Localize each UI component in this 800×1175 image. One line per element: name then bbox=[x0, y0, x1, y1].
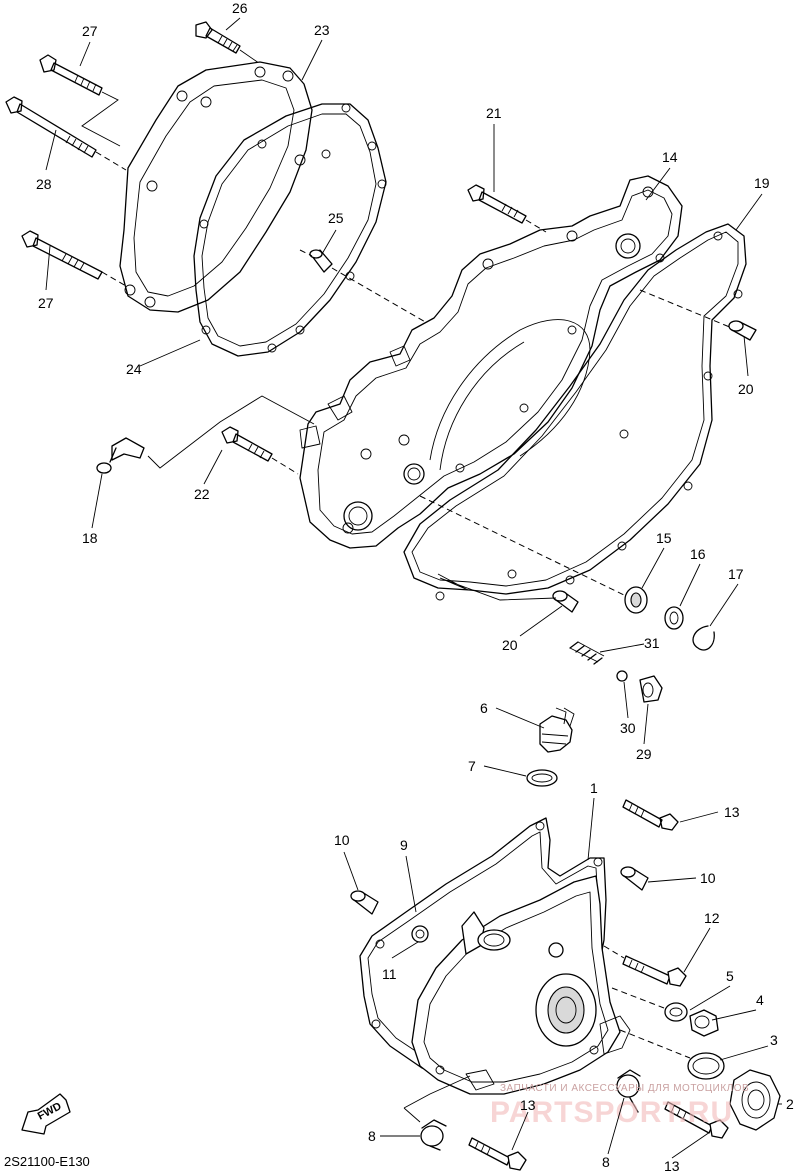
diagram-code: 2S21100-E130 bbox=[4, 1154, 90, 1169]
callout-13-middle: 13 bbox=[520, 1097, 536, 1113]
part-11-washer[interactable] bbox=[411, 925, 429, 943]
part-24-gasket[interactable] bbox=[193, 103, 387, 357]
guide-dash-5 bbox=[611, 987, 665, 1009]
part-22-bolt[interactable] bbox=[221, 426, 273, 462]
callout-29: 29 bbox=[636, 746, 652, 762]
callout-16: 16 bbox=[690, 546, 706, 562]
part-2-plug-cap[interactable] bbox=[729, 1069, 781, 1131]
part-3-o-ring[interactable] bbox=[687, 1052, 725, 1080]
part-10-dowel-left[interactable] bbox=[350, 890, 379, 915]
callout-25: 25 bbox=[328, 210, 344, 226]
callout-27-upper: 27 bbox=[82, 23, 98, 39]
guide-line-8 bbox=[403, 1075, 471, 1123]
callout-31: 31 bbox=[644, 635, 660, 651]
part-29-plug[interactable] bbox=[639, 675, 663, 703]
callout-15: 15 bbox=[656, 530, 672, 546]
guide-dash-left bbox=[95, 151, 127, 287]
part-5-washer[interactable] bbox=[664, 1002, 688, 1022]
callout-20-upper: 20 bbox=[738, 381, 754, 397]
guide-dash-20a bbox=[639, 289, 733, 329]
watermark-line1: ЗАПЧАСТИ И АКСЕССУАРЫ ДЛЯ МОТОЦИКЛОВ bbox=[500, 1083, 749, 1094]
callout-18: 18 bbox=[82, 530, 98, 546]
part-4-drain-plug[interactable] bbox=[689, 1009, 719, 1037]
part-13-bolt-lower-middle[interactable] bbox=[468, 1137, 527, 1171]
callout-9: 9 bbox=[400, 837, 408, 853]
guide-dash-22 bbox=[271, 457, 299, 475]
callout-8-right: 8 bbox=[602, 1154, 610, 1170]
part-27-bolt-lower[interactable] bbox=[21, 230, 103, 280]
part-10-dowel-right[interactable] bbox=[620, 866, 649, 891]
part-1-crankcase-cover-1[interactable] bbox=[411, 875, 631, 1095]
callout-22: 22 bbox=[194, 486, 210, 502]
part-18-hose-fitting[interactable] bbox=[96, 437, 145, 474]
part-26-bolt[interactable] bbox=[195, 21, 241, 54]
callout-17: 17 bbox=[728, 566, 744, 582]
callout-13-upper: 13 bbox=[724, 804, 740, 820]
callout-4: 4 bbox=[756, 992, 764, 1008]
callout-20-lower: 20 bbox=[502, 637, 518, 653]
guide-dash-12 bbox=[603, 945, 625, 959]
callout-labels: 26 23 27 28 27 24 25 21 14 19 20 18 22 1… bbox=[36, 0, 794, 1174]
callout-13-lower: 13 bbox=[664, 1158, 680, 1174]
callout-14: 14 bbox=[662, 149, 678, 165]
part-28-long-bolt[interactable] bbox=[5, 96, 97, 158]
part-31-spring[interactable] bbox=[569, 641, 605, 665]
part-14-crankcase-cover[interactable] bbox=[299, 175, 683, 549]
callout-27-lower: 27 bbox=[38, 295, 54, 311]
callout-3: 3 bbox=[770, 1032, 778, 1048]
watermark-line2: PARTSPORT.RU bbox=[490, 1096, 733, 1129]
part-7-o-ring[interactable] bbox=[526, 769, 558, 787]
guide-line-18 bbox=[147, 395, 315, 469]
guide-dash-3 bbox=[619, 1029, 691, 1059]
callout-10-left: 10 bbox=[334, 832, 350, 848]
part-15-oil-seal[interactable] bbox=[624, 586, 648, 614]
guide-dash-15 bbox=[419, 495, 627, 597]
callout-1: 1 bbox=[590, 780, 598, 796]
callout-11: 11 bbox=[382, 966, 397, 982]
callout-21: 21 bbox=[486, 105, 502, 121]
part-8-hose-clamp-right[interactable] bbox=[616, 1069, 641, 1113]
guide-dash-21 bbox=[525, 219, 547, 233]
part-30-ball[interactable] bbox=[616, 670, 628, 682]
callout-12: 12 bbox=[704, 910, 720, 926]
part-20-dowel-upper[interactable] bbox=[728, 320, 757, 341]
callout-7: 7 bbox=[468, 758, 476, 774]
part-21-bolt[interactable] bbox=[467, 184, 527, 224]
fwd-arrow-icon: FWD bbox=[21, 1093, 71, 1135]
callout-19: 19 bbox=[754, 175, 770, 191]
part-25-dowel-pin[interactable] bbox=[309, 249, 333, 273]
callout-23: 23 bbox=[314, 22, 330, 38]
part-23-clutch-cover[interactable] bbox=[119, 61, 313, 313]
part-20-dowel-lower[interactable] bbox=[552, 590, 579, 613]
callout-10-right: 10 bbox=[700, 870, 716, 886]
part-16-washer[interactable] bbox=[664, 606, 684, 630]
part-19-gasket[interactable] bbox=[403, 223, 747, 601]
callout-28: 28 bbox=[36, 176, 52, 192]
callout-8-left: 8 bbox=[368, 1128, 376, 1144]
part-12-bolt[interactable] bbox=[622, 955, 687, 987]
callout-leaders bbox=[45, 17, 782, 1159]
callout-24: 24 bbox=[126, 361, 142, 377]
watermark: ЗАПЧАСТИ И АКСЕССУАРЫ ДЛЯ МОТОЦИКЛОВ PAR… bbox=[490, 1083, 749, 1129]
part-6-filler-cap[interactable] bbox=[539, 707, 575, 753]
callout-6: 6 bbox=[480, 700, 488, 716]
part-27-bolt-upper[interactable] bbox=[39, 54, 103, 96]
part-13-bolt-upper[interactable] bbox=[622, 799, 679, 831]
callout-5: 5 bbox=[726, 968, 734, 984]
callout-2: 2 bbox=[786, 1096, 794, 1112]
callout-30: 30 bbox=[620, 720, 636, 736]
part-8-hose-clamp-left[interactable] bbox=[420, 1119, 447, 1151]
guide-line-20b bbox=[437, 573, 557, 601]
callout-26: 26 bbox=[232, 0, 248, 16]
part-17-circlip[interactable] bbox=[692, 625, 715, 651]
